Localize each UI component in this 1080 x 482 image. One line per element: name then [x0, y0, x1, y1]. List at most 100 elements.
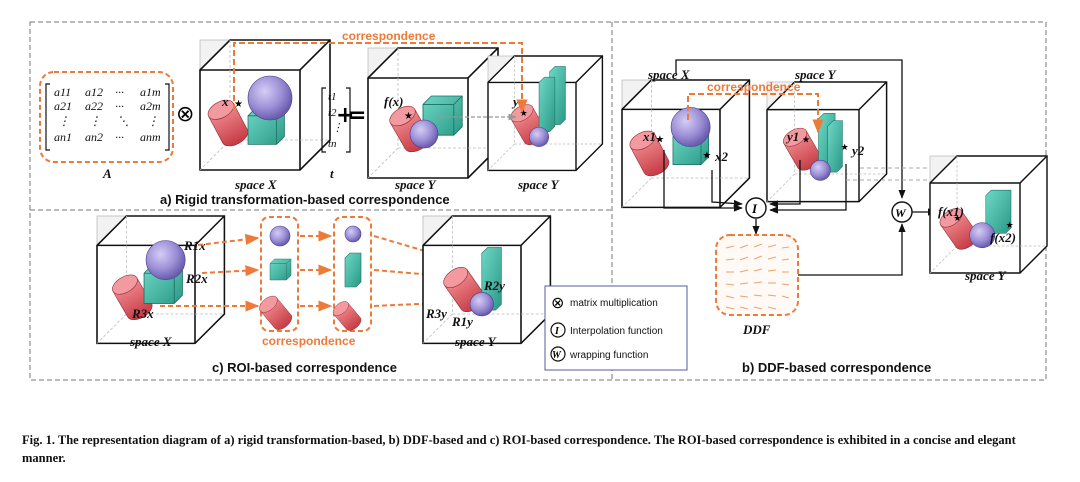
- svg-text:···: ···: [115, 130, 124, 144]
- roi-column-2: [333, 216, 372, 332]
- space-y-label-b: space Y: [794, 67, 837, 82]
- correspondence-label-c: correspondence: [262, 334, 356, 348]
- svg-text:⋮: ⋮: [332, 122, 343, 134]
- ddf-to-warp: [798, 223, 906, 276]
- svg-text:wrapping function: wrapping function: [569, 350, 648, 361]
- roi-box-y: [344, 252, 362, 288]
- ddf-label: DDF: [742, 322, 771, 337]
- correspondence-label-b: correspondence: [707, 80, 801, 94]
- svg-text:t2: t2: [328, 107, 337, 119]
- panel-c: R1x R2x R3x space X correspondence: [96, 215, 688, 375]
- svg-text:W: W: [552, 350, 562, 361]
- svg-text:★: ★: [520, 108, 528, 118]
- roi-sphere-y: [344, 225, 362, 243]
- roi-r3x: R3x: [131, 306, 154, 321]
- svg-text:★: ★: [953, 213, 961, 223]
- space-y-result-label: space Y: [964, 268, 1007, 283]
- svg-text:a1m: a1m: [140, 85, 161, 99]
- interp-node: [745, 197, 767, 219]
- space-x-label-c: space X: [129, 334, 172, 349]
- cube-space-y-b: ★ ★: [766, 81, 888, 203]
- cube-space-y-a1: ★: [367, 47, 499, 179]
- svg-text:t1: t1: [328, 91, 337, 103]
- matrix-A: a11 a12 ··· a1m a21 a22 ··· a2m ⋮ ⋮ ⋱ ⋮ …: [54, 85, 161, 144]
- svg-text:I: I: [554, 326, 560, 337]
- space-x-label-b: space X: [647, 67, 690, 82]
- vector-label: t: [330, 166, 334, 181]
- roi-r1y: R1y: [451, 314, 473, 329]
- svg-text:a11: a11: [54, 85, 71, 99]
- correspondence-bracket-a: [233, 42, 528, 114]
- svg-text:★: ★: [802, 135, 810, 145]
- svg-text:⋱: ⋱: [117, 114, 129, 128]
- point-fx1-label: f(x1): [938, 204, 964, 219]
- cube-space-y-c: [422, 215, 552, 345]
- roi-column-1: [260, 216, 299, 332]
- space-y-label-c: space Y: [454, 334, 497, 349]
- svg-text:★: ★: [404, 111, 413, 122]
- panel-c-title: c) ROI-based correspondence: [212, 360, 397, 375]
- ddf-loop-line: [675, 59, 906, 199]
- roi-r2x: R2x: [185, 271, 208, 286]
- svg-text:matrix multiplication: matrix multiplication: [570, 298, 658, 309]
- legend-item-matrix: ⊗ matrix multiplication: [551, 293, 658, 312]
- point-y-label: y: [511, 94, 519, 109]
- space-x-label-a: space X: [234, 177, 277, 192]
- panel-a-title: a) Rigid transformation-based correspond…: [160, 192, 450, 207]
- svg-text:anm: anm: [140, 130, 161, 144]
- cube-space-y-result: ★ ★: [929, 155, 1048, 274]
- svg-text:⋮: ⋮: [58, 114, 70, 128]
- svg-text:★: ★: [1006, 220, 1014, 230]
- matrix-label: A: [102, 166, 112, 181]
- vector-t: t1 t2 ⋮ tn: [328, 91, 343, 150]
- svg-text:★: ★: [234, 99, 243, 110]
- svg-text:⊗: ⊗: [551, 293, 564, 312]
- roi-sphere-x: [269, 225, 291, 247]
- interp-inputs: [663, 150, 847, 235]
- svg-text:···: ···: [115, 85, 124, 99]
- svg-text:···: ···: [115, 99, 124, 113]
- roi-r3y: R3y: [425, 306, 447, 321]
- point-fx-label: f(x): [384, 94, 404, 109]
- svg-text:a21: a21: [54, 99, 72, 113]
- space-y-label-a2: space Y: [517, 177, 560, 192]
- panel-a: a11 a12 ··· a1m a21 a22 ··· a2m ⋮ ⋮ ⋱ ⋮ …: [39, 29, 604, 207]
- otimes-operator: ⊗: [176, 102, 194, 127]
- svg-text:⋮: ⋮: [147, 114, 159, 128]
- correspondence-bracket-b: [687, 93, 824, 134]
- equals-operator: =: [348, 103, 366, 128]
- svg-text:a22: a22: [85, 99, 103, 113]
- svg-text:tn: tn: [328, 138, 337, 150]
- roi-r2y: R2y: [483, 278, 505, 293]
- legend-item-interp: I Interpolation function: [550, 322, 663, 338]
- point-x-label: x: [221, 94, 229, 109]
- svg-text:an2: an2: [85, 130, 103, 144]
- point-y2-label: y2: [850, 143, 865, 158]
- point-fx2-label: f(x2): [990, 230, 1016, 245]
- cube-space-x-c: [96, 215, 226, 345]
- warp-node-symbol: W: [895, 206, 907, 220]
- point-x1-label: x1: [642, 129, 656, 144]
- svg-text:⋮: ⋮: [89, 114, 101, 128]
- matrix-frame: [39, 71, 174, 163]
- svg-text:an1: an1: [54, 130, 72, 144]
- correspondence-label-a: correspondence: [342, 29, 436, 43]
- point-y1-label: y1: [785, 129, 799, 144]
- roi-cyl-x: [256, 292, 295, 334]
- figure-diagram: a11 a12 ··· a1m a21 a22 ··· a2m ⋮ ⋮ ⋱ ⋮ …: [29, 21, 1048, 381]
- panel-b: ★ ★ space X x1 x2 ★ ★ space Y y1 y2 corr…: [621, 59, 1048, 375]
- panel-b-title: b) DDF-based correspondence: [742, 360, 931, 375]
- svg-text:a12: a12: [85, 85, 103, 99]
- figure-caption: Fig. 1. The representation diagram of a)…: [22, 433, 1016, 465]
- cube-space-y-a2: ★: [487, 55, 604, 172]
- svg-text:★: ★: [655, 135, 664, 146]
- legend-item-warp: W wrapping function: [550, 346, 648, 362]
- interp-node-symbol: I: [751, 201, 758, 216]
- ddf-field: [715, 234, 799, 316]
- point-x2-label: x2: [714, 149, 729, 164]
- cube-space-x-b: ★ ★: [621, 79, 751, 209]
- roi-box-x: [269, 258, 292, 281]
- svg-text:a2m: a2m: [140, 99, 161, 113]
- space-y-label-a1: space Y: [394, 177, 437, 192]
- svg-text:Interpolation function: Interpolation function: [570, 326, 663, 337]
